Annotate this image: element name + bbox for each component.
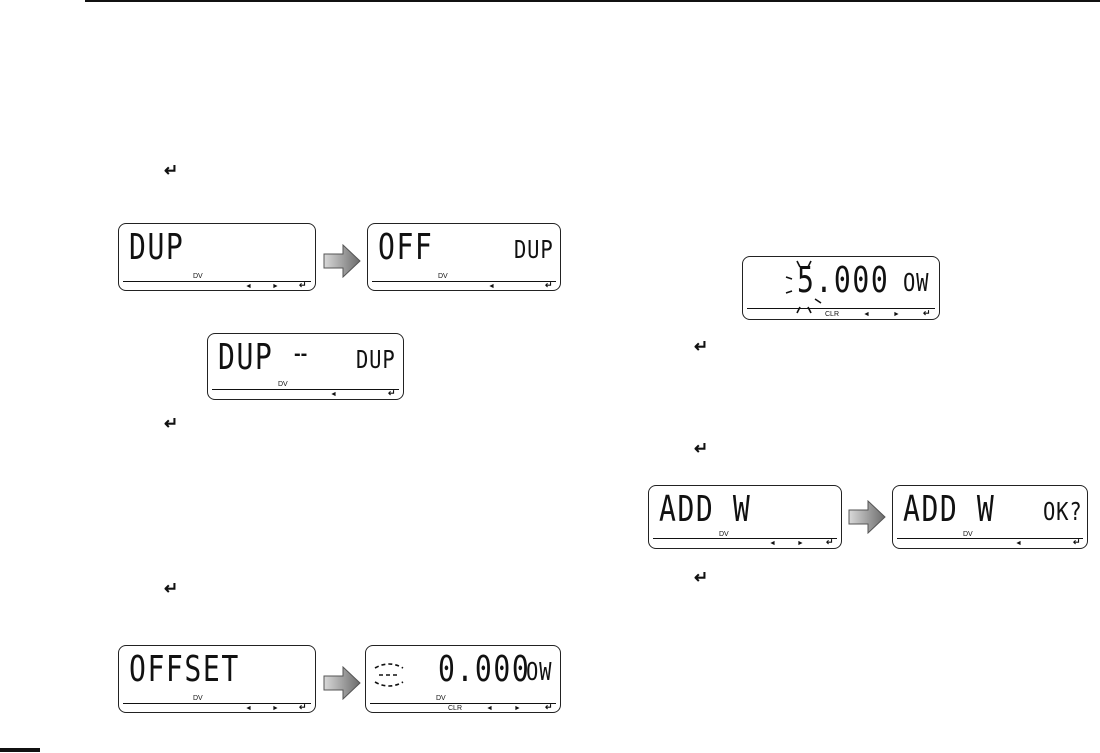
- dv-indicator: DV: [436, 695, 446, 702]
- lcd-main-text: OFF: [378, 230, 433, 266]
- lcd-offset-value: 0.000 OW DV CLR ◄ ► ↵: [365, 645, 561, 713]
- lcd-sub-text: DUP: [356, 347, 395, 372]
- lcd-main-text: ADD W: [659, 492, 751, 528]
- lcd-dup-menu: DUP DV ◄ ► ↵: [118, 223, 316, 291]
- lcd-add-w-confirm: ADD W OK? DV ◄ ↵: [892, 485, 1088, 549]
- left-arrow-icon: ◄: [488, 283, 495, 290]
- lcd-sub-text: DUP: [514, 237, 553, 262]
- lcd-baseline: [372, 281, 556, 282]
- right-arrow-icon: ►: [272, 705, 279, 712]
- header-rule: [85, 0, 1100, 2]
- lcd-sub-text: OK?: [1043, 499, 1082, 524]
- left-arrow-icon: ◄: [245, 283, 252, 290]
- left-arrow-icon: ◄: [863, 311, 870, 318]
- lcd-baseline: [370, 703, 556, 704]
- right-arrow-icon: ►: [514, 705, 521, 712]
- transition-arrow: [323, 666, 361, 700]
- lcd-main-text: 0.000: [438, 652, 530, 688]
- lcd-main-text: DUP: [129, 230, 184, 266]
- enter-key-icon: ↵: [694, 569, 708, 586]
- lcd-baseline: [212, 389, 399, 390]
- lcd-main-text: DUP: [218, 340, 273, 376]
- lcd-sub-text: OW: [903, 270, 929, 295]
- dv-indicator: DV: [438, 273, 448, 280]
- dv-indicator: DV: [278, 381, 288, 388]
- enter-key-icon: ↵: [164, 580, 178, 597]
- enter-icon: ↵: [1073, 538, 1081, 547]
- left-arrow-icon: ◄: [245, 705, 252, 712]
- right-arrow-icon: ►: [272, 283, 279, 290]
- lcd-main-text: OFFSET: [129, 652, 240, 688]
- page-footer-bar: [0, 748, 40, 752]
- enter-icon: ↵: [545, 703, 553, 712]
- enter-key-icon: ↵: [164, 162, 178, 179]
- lcd-dup-off: OFF DUP DV ◄ ↵: [367, 223, 561, 291]
- lcd-baseline: [747, 308, 935, 309]
- enter-key-icon: ↵: [694, 440, 708, 457]
- left-arrow-icon: ◄: [486, 705, 493, 712]
- clr-indicator: CLR: [825, 311, 839, 318]
- enter-icon: ↵: [545, 281, 553, 290]
- lcd-sub-text: OW: [526, 659, 552, 684]
- right-arrow-icon: ►: [893, 311, 900, 318]
- enter-icon: ↵: [299, 281, 307, 290]
- transition-arrow: [848, 500, 886, 534]
- lcd-dup-minus: DUP -- DUP DV ◄ ↵: [207, 333, 404, 400]
- enter-icon: ↵: [299, 703, 307, 712]
- left-arrow-icon: ◄: [330, 391, 337, 398]
- lcd-offset-menu: OFFSET DV ◄ ► ↵: [118, 645, 316, 713]
- lcd-main-text: ADD W: [903, 492, 995, 528]
- enter-key-icon: ↵: [164, 415, 178, 432]
- lcd-baseline: [123, 703, 311, 704]
- lcd-baseline: [653, 538, 837, 539]
- right-arrow-icon: ►: [797, 540, 804, 547]
- dv-indicator: DV: [719, 531, 729, 538]
- dv-indicator: DV: [963, 531, 973, 538]
- enter-icon: ↵: [923, 309, 931, 318]
- minus-duplex-sign: --: [294, 344, 307, 364]
- lcd-baseline: [897, 538, 1083, 539]
- lcd-main-text: 5.000: [797, 263, 889, 299]
- dv-indicator: DV: [193, 273, 203, 280]
- dv-indicator: DV: [193, 695, 203, 702]
- lcd-baseline: [123, 281, 311, 282]
- blinking-minus-icon: [372, 660, 406, 690]
- lcd-offset-5000: 5.000 OW CLR ◄ ► ↵: [742, 256, 940, 320]
- transition-arrow: [323, 244, 361, 278]
- left-arrow-icon: ◄: [1015, 540, 1022, 547]
- enter-icon: ↵: [826, 538, 834, 547]
- enter-icon: ↵: [388, 389, 396, 398]
- enter-key-icon: ↵: [694, 338, 708, 355]
- clr-indicator: CLR: [448, 705, 462, 712]
- left-arrow-icon: ◄: [769, 540, 776, 547]
- lcd-add-w: ADD W DV ◄ ► ↵: [648, 485, 842, 549]
